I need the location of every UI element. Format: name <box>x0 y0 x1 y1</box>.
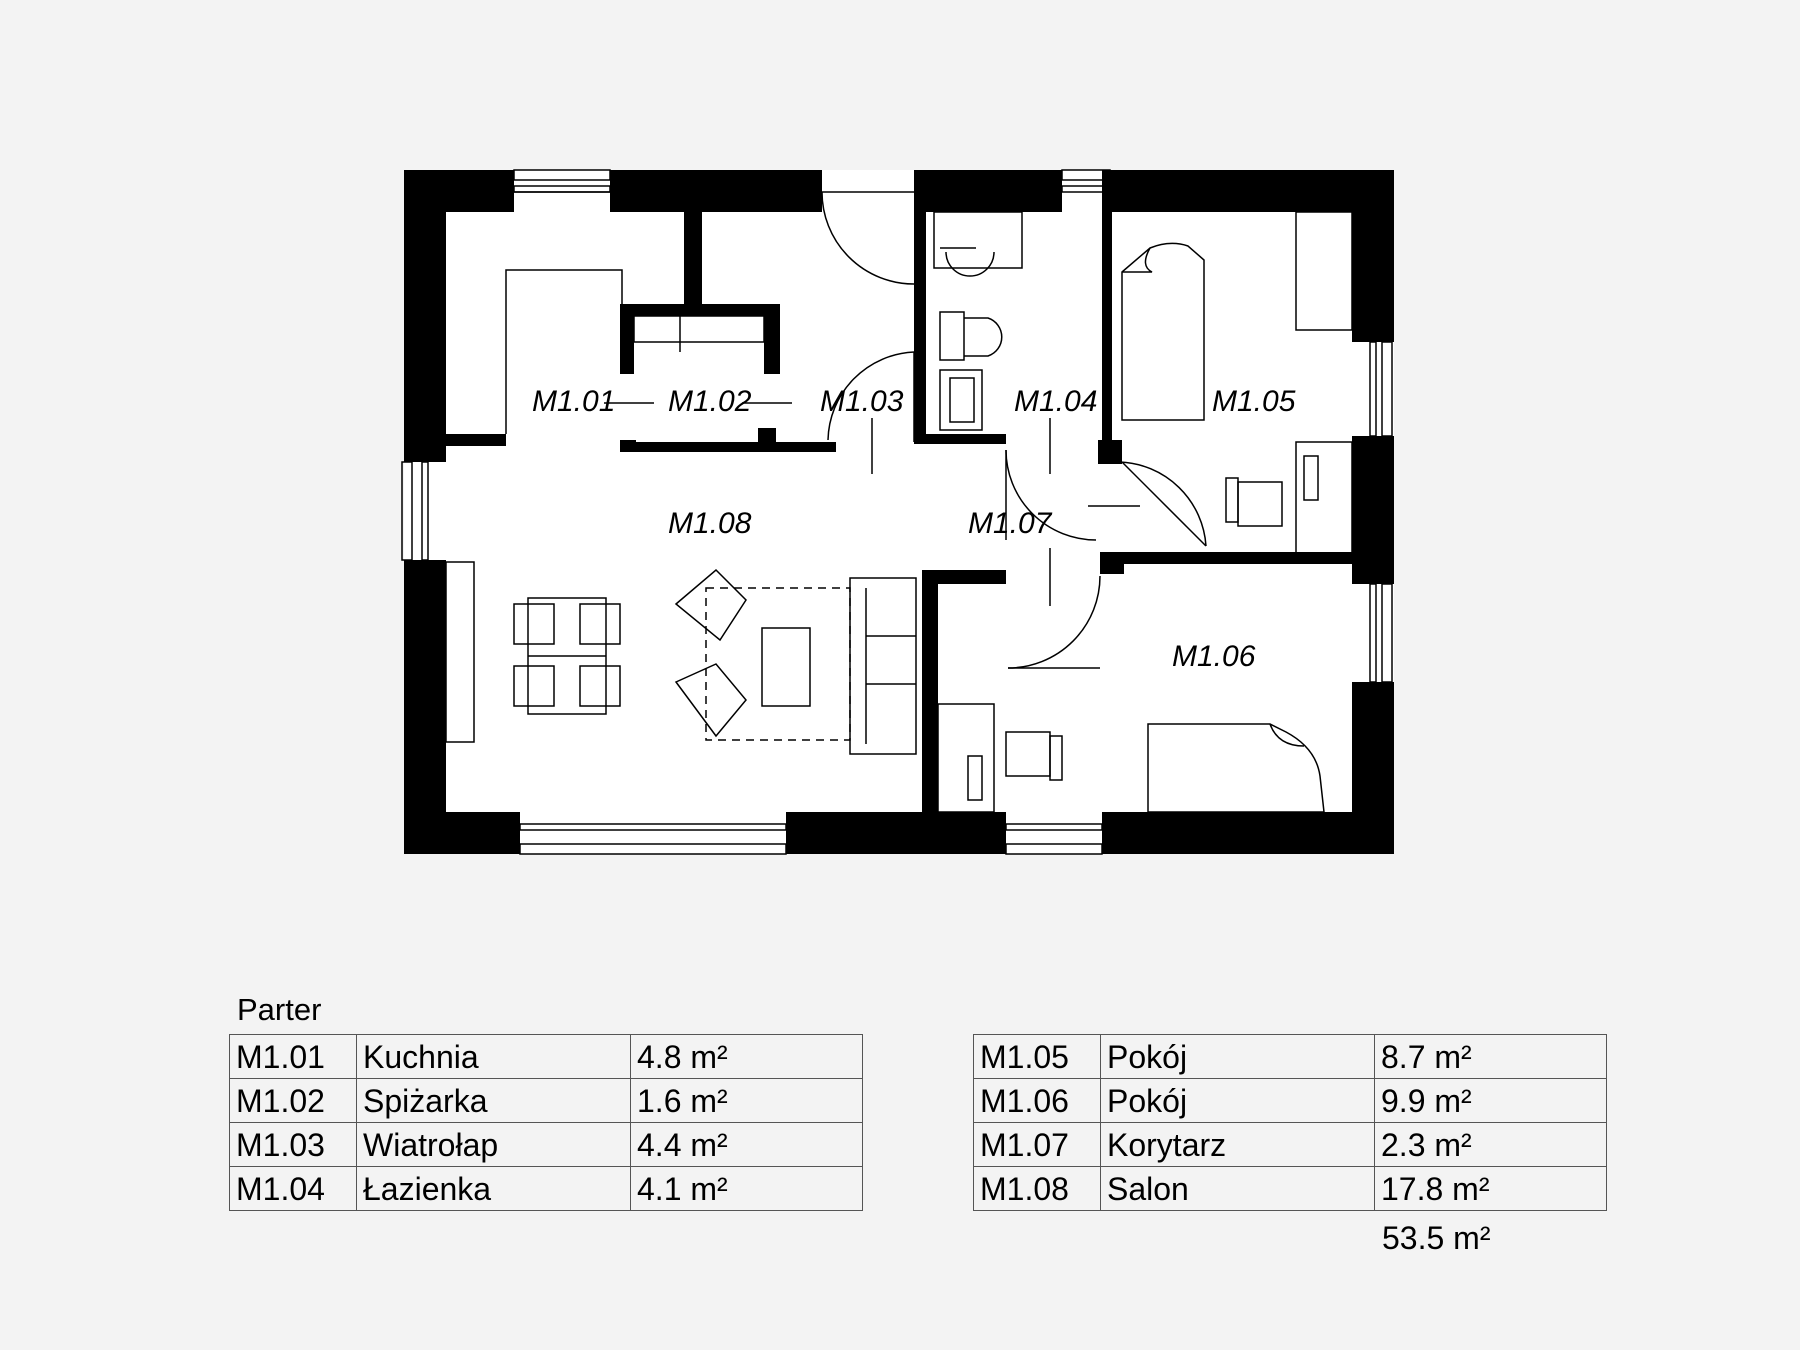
room-label-m101: M1.01 <box>532 385 615 418</box>
room-area: 9.9 m² <box>1374 1078 1607 1123</box>
dining-table <box>513 597 621 715</box>
table-row: M1.02 Spiżarka 1.6 m² <box>229 1078 863 1123</box>
table-row: M1.04 Łazienka 4.1 m² <box>229 1166 863 1211</box>
sideboard <box>445 561 475 743</box>
room-area: 4.8 m² <box>630 1034 863 1079</box>
room-label-m108: M1.08 <box>668 507 752 540</box>
room-label-m104: M1.04 <box>1014 385 1097 418</box>
room-code: M1.08 <box>973 1166 1101 1211</box>
room-code: M1.06 <box>973 1078 1101 1123</box>
bed-m105 <box>1121 242 1205 421</box>
floor-title: Parter <box>237 992 322 1027</box>
desk-m106 <box>937 703 1063 813</box>
room-area: 4.4 m² <box>630 1122 863 1167</box>
table-row: M1.07 Korytarz 2.3 m² <box>973 1122 1607 1167</box>
bathroom-fixtures <box>933 211 1023 431</box>
room-name: Salon <box>1100 1166 1375 1211</box>
room-labels: M1.01 M1.02 M1.03 M1.04 M1.05 M1.06 M1.0… <box>532 385 1296 673</box>
room-code: M1.02 <box>229 1078 357 1123</box>
room-name: Korytarz <box>1100 1122 1375 1167</box>
guide-lines <box>604 402 1140 606</box>
room-label-m106: M1.06 <box>1172 640 1256 673</box>
room-label-m102: M1.02 <box>668 385 752 418</box>
table-row: M1.03 Wiatrołap 4.4 m² <box>229 1122 863 1167</box>
room-code: M1.05 <box>973 1034 1101 1079</box>
windows <box>401 169 1393 855</box>
table-row: M1.05 Pokój 8.7 m² <box>973 1034 1607 1079</box>
living-room-set <box>674 568 917 755</box>
table-row: M1.08 Salon 17.8 m² <box>973 1166 1607 1211</box>
room-name: Pokój <box>1100 1034 1375 1079</box>
exterior-walls <box>404 170 1394 854</box>
room-area: 4.1 m² <box>630 1166 863 1211</box>
table-row: M1.06 Pokój 9.9 m² <box>973 1078 1607 1123</box>
room-name: Wiatrołap <box>356 1122 631 1167</box>
room-label-m107: M1.07 <box>968 507 1053 540</box>
room-label-m103: M1.03 <box>820 385 904 418</box>
area-table-left: M1.01 Kuchnia 4.8 m² M1.02 Spiżarka 1.6 … <box>229 1034 863 1211</box>
bed-m106 <box>1147 723 1325 813</box>
room-name: Łazienka <box>356 1166 631 1211</box>
floor-area <box>404 170 1394 854</box>
room-code: M1.04 <box>229 1166 357 1211</box>
room-area: 17.8 m² <box>1374 1166 1607 1211</box>
room-code: M1.01 <box>229 1034 357 1079</box>
room-name: Pokój <box>1100 1078 1375 1123</box>
table-row: M1.01 Kuchnia 4.8 m² <box>229 1034 863 1079</box>
wardrobe-m105 <box>1295 211 1353 331</box>
room-code: M1.03 <box>229 1122 357 1167</box>
room-area: 8.7 m² <box>1374 1034 1607 1079</box>
total-area: 53.5 m² <box>1382 1220 1491 1256</box>
room-name: Spiżarka <box>356 1078 631 1123</box>
room-label-m105: M1.05 <box>1212 385 1296 418</box>
interior-walls <box>440 170 1352 812</box>
area-table-right: M1.05 Pokój 8.7 m² M1.06 Pokój 9.9 m² M1… <box>973 1034 1607 1211</box>
desk-m105 <box>1225 441 1353 561</box>
room-area: 1.6 m² <box>630 1078 863 1123</box>
door-swings <box>821 191 1207 669</box>
kitchen-counter <box>505 269 765 434</box>
room-name: Kuchnia <box>356 1034 631 1079</box>
room-code: M1.07 <box>973 1122 1101 1167</box>
room-area: 2.3 m² <box>1374 1122 1607 1167</box>
